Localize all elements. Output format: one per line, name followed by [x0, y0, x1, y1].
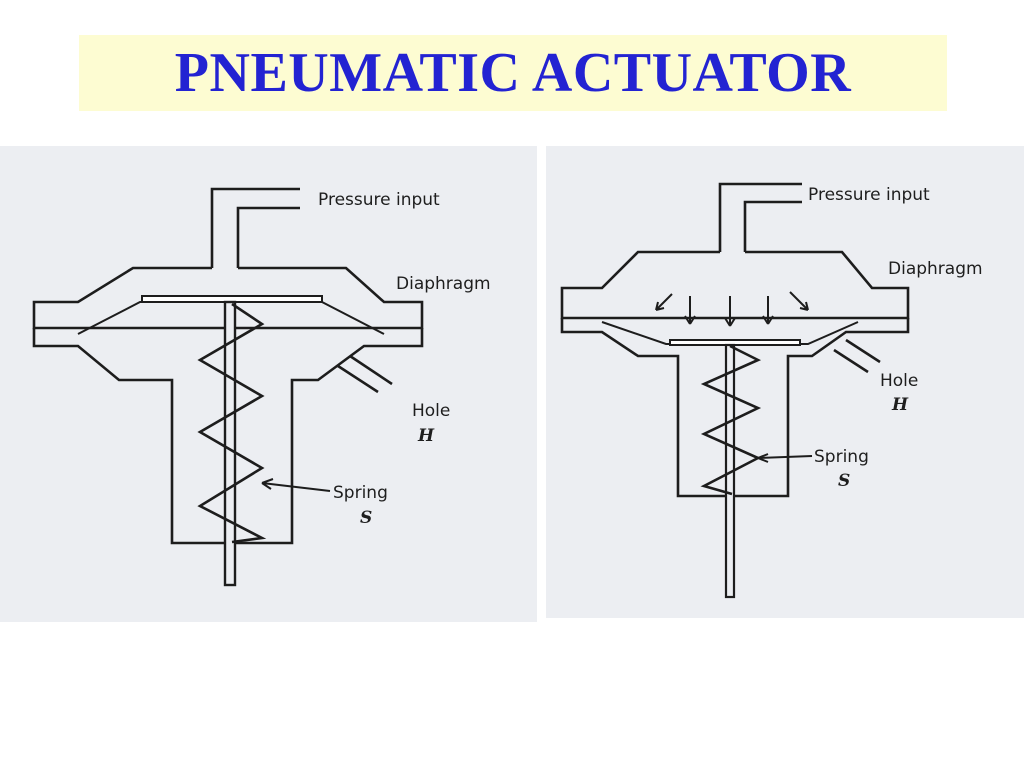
pressure-arrows: [655, 291, 809, 327]
pressure-arrow: [789, 291, 809, 311]
label-pressure-input: Pressure input: [318, 190, 440, 210]
upper-housing: [560, 250, 910, 320]
left-diagram-panel: Pressure input Diaphragm Hole H Spring S: [0, 146, 537, 622]
label-spring: Spring: [814, 447, 869, 467]
label-hole: Hole: [412, 401, 450, 421]
actuator-diagram-compressed: Pressure input Diaphragm Hole H Spring S: [560, 182, 983, 599]
pressure-arrow: [724, 296, 736, 327]
label-hole-symbol: H: [891, 395, 909, 415]
spring-leader: [757, 455, 813, 459]
spring-arrow: [261, 478, 274, 490]
actuator-diagram-extended: Pressure input Diaphragm Hole H Spring S: [32, 187, 491, 587]
actuator-stem: [223, 300, 237, 587]
label-diaphragm: Diaphragm: [888, 259, 983, 279]
pressure-inlet-pipe: [210, 187, 300, 268]
spring-coil: [700, 344, 762, 496]
pressure-inlet-pipe: [718, 182, 802, 252]
right-diagram-panel: Pressure input Diaphragm Hole H Spring S: [546, 146, 1024, 618]
label-diaphragm: Diaphragm: [396, 274, 491, 294]
page-title: PNEUMATIC ACTUATOR: [174, 42, 852, 104]
pressure-arrow: [655, 293, 673, 311]
label-spring-symbol: S: [838, 471, 850, 491]
label-spring-symbol: S: [360, 508, 372, 528]
spring-arrow: [757, 453, 769, 463]
pressure-arrow: [762, 296, 774, 325]
label-spring: Spring: [333, 483, 388, 503]
title-banner: PNEUMATIC ACTUATOR: [79, 35, 947, 111]
label-pressure-input: Pressure input: [808, 185, 930, 205]
vent-hole: [833, 338, 881, 374]
label-hole-symbol: H: [417, 426, 435, 446]
spring-coil: [197, 302, 267, 544]
pressure-arrow: [684, 296, 696, 325]
label-hole: Hole: [880, 371, 918, 391]
spring-leader: [261, 482, 331, 492]
vent-hole: [337, 354, 393, 394]
